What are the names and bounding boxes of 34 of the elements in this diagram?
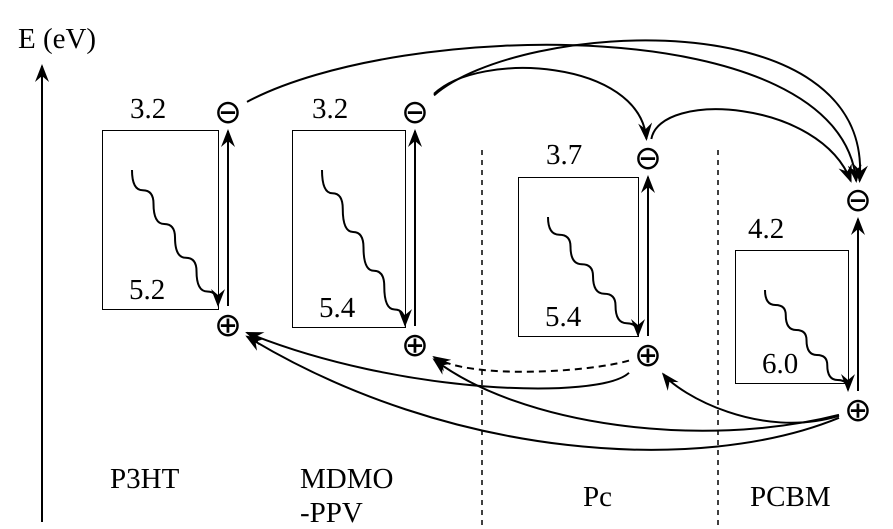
charge-symbol: ⊖ (843, 183, 873, 217)
axis-label: E (eV) (18, 22, 98, 56)
charge-symbol: ⊕ (633, 338, 663, 372)
energy-value: 5.2 (129, 275, 166, 305)
arrow (432, 356, 630, 373)
energy-level-box (292, 130, 406, 328)
energy-level-box (102, 130, 219, 310)
charge-symbol: ⊕ (213, 308, 243, 342)
wavy-arrow (131, 170, 224, 308)
arrow (851, 217, 865, 391)
material-label: Pc (583, 480, 613, 514)
arrow (641, 175, 655, 336)
energy-value: 3.2 (130, 92, 168, 126)
energy-value: 5.4 (545, 302, 582, 332)
charge-symbol: ⊖ (213, 95, 243, 129)
arrow (432, 358, 840, 432)
arrow (245, 332, 630, 390)
energy-level-box (735, 250, 849, 384)
arrow (408, 129, 422, 326)
arrow (245, 336, 840, 451)
charge-symbol: ⊕ (843, 393, 873, 427)
arrow (221, 129, 235, 306)
arrow (662, 372, 840, 424)
material-label: P3HT (110, 462, 180, 496)
wavy-arrow (321, 170, 412, 328)
material-label: MDMO -PPV (300, 462, 390, 529)
charge-symbol: ⊕ (400, 328, 430, 362)
material-label: PCBM (750, 480, 832, 514)
energy-value: 5.4 (319, 293, 356, 323)
wavy-arrow (764, 290, 854, 392)
energy-value: 6.0 (762, 349, 798, 379)
energy-value: 4.2 (748, 212, 786, 246)
wavy-arrow (547, 216, 644, 338)
energy-level-box (518, 177, 639, 337)
